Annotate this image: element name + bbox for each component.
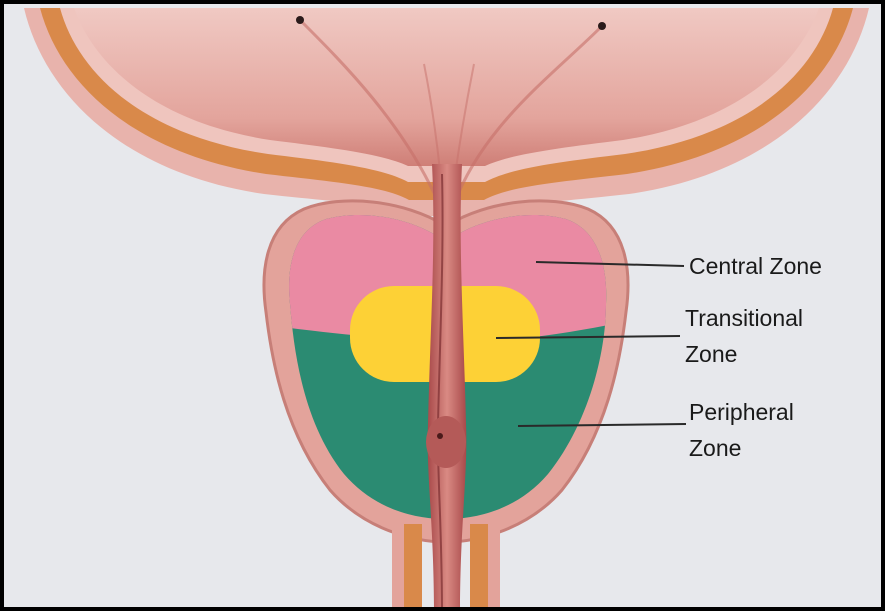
transitional-zone-label-line1: Transitional [685,300,803,336]
ureteral-orifice-left [296,16,304,24]
central-zone-label-text: Central Zone [689,248,822,284]
peripheral-zone-label: Peripheral Zone [689,394,794,466]
peripheral-zone-label-line1: Peripheral [689,394,794,430]
transitional-zone-label-line2: Zone [685,336,803,372]
verumontanum [426,416,466,468]
central-zone-label: Central Zone [689,248,822,284]
ureteral-orifice-right [598,22,606,30]
transitional-zone-label: Transitional Zone [685,300,803,372]
peripheral-zone-label-line2: Zone [689,430,794,466]
